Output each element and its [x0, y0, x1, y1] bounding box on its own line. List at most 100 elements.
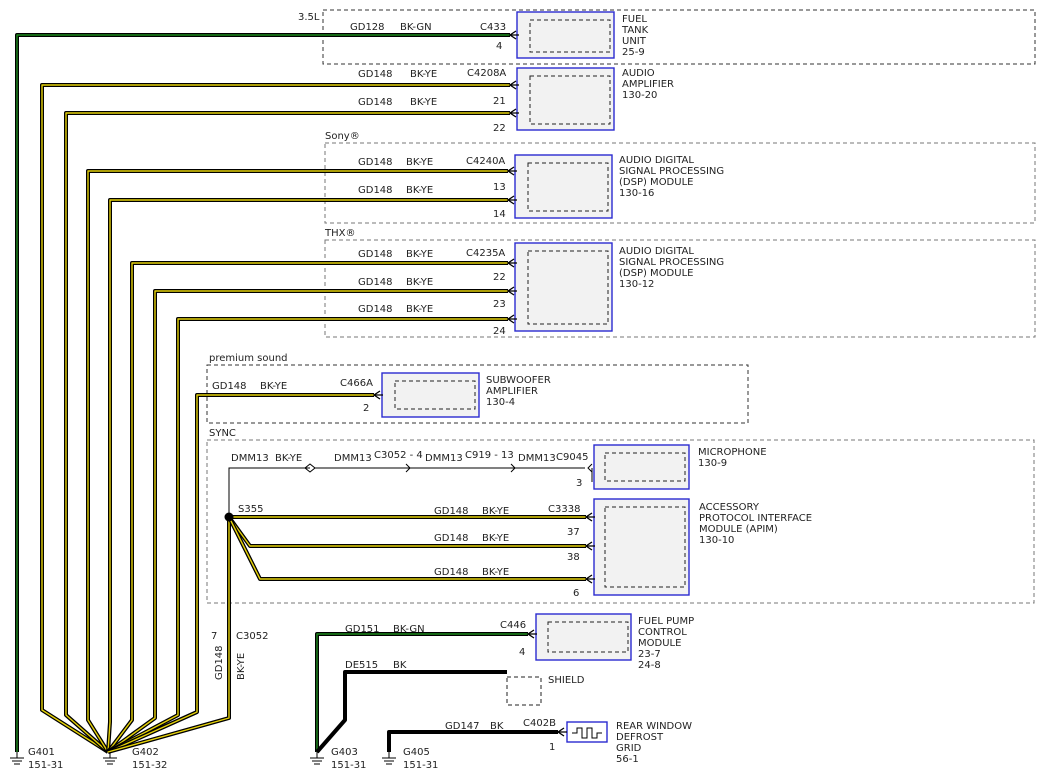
svg-text:(DSP) MODULE: (DSP) MODULE: [619, 268, 693, 279]
svg-text:24-8: 24-8: [638, 660, 661, 671]
svg-text:DMM13: DMM13: [518, 453, 556, 464]
dsp-module-thx: [514, 242, 613, 332]
svg-text:GD148: GD148: [214, 645, 225, 680]
svg-text:G402: G402: [132, 747, 159, 758]
svg-text:151-31: 151-31: [403, 760, 438, 771]
svg-text:6: 6: [573, 588, 579, 599]
wire-c3052: [107, 625, 231, 754]
wire-defrost: [387, 730, 558, 752]
label-fpcm: FUEL PUMP CONTROL MODULE 23-7 24-8: [638, 616, 694, 671]
svg-text:(DSP) MODULE: (DSP) MODULE: [619, 177, 693, 188]
wire-dsp-thx-24: [107, 317, 508, 754]
svg-text:BK-YE: BK-YE: [482, 567, 509, 578]
connector-arrow-2: [508, 108, 519, 118]
svg-text:BK-GN: BK-GN: [400, 22, 432, 33]
wire-fpcm: [315, 632, 528, 752]
option-label-sony: Sony®: [325, 131, 360, 142]
connector-arrow-11: [584, 574, 595, 584]
svg-text:MODULE (APIM): MODULE (APIM): [699, 524, 778, 535]
svg-text:C4235A: C4235A: [466, 248, 505, 259]
label-defrost: REAR WINDOW DEFROST GRID 56-1: [616, 721, 692, 765]
svg-text:G403: G403: [331, 747, 358, 758]
ground-g405: G405 151-31: [382, 747, 438, 771]
option-label-premium: premium sound: [209, 353, 288, 364]
wire-apim-38: [227, 515, 586, 548]
svg-text:DMM13: DMM13: [425, 453, 463, 464]
svg-text:GD128: GD128: [350, 22, 385, 33]
svg-text:23-7: 23-7: [638, 649, 661, 660]
wire-dsp-thx-22: [106, 261, 508, 754]
svg-text:BK-YE: BK-YE: [406, 185, 433, 196]
svg-text:37: 37: [567, 527, 580, 538]
option-label-thx: THX®: [324, 228, 355, 239]
svg-text:DMM13: DMM13: [334, 453, 372, 464]
connector-arrow-0: [508, 30, 519, 40]
svg-text:GD148: GD148: [212, 381, 247, 392]
connector-arrow-12: [526, 629, 537, 639]
svg-text:4: 4: [496, 41, 502, 52]
svg-text:2: 2: [363, 403, 369, 414]
connector-arrow-13: [556, 727, 567, 737]
svg-text:REAR WINDOW: REAR WINDOW: [616, 721, 692, 732]
svg-text:GD148: GD148: [434, 506, 469, 517]
svg-text:BK-YE: BK-YE: [275, 453, 302, 464]
svg-text:BK-YE: BK-YE: [406, 249, 433, 260]
svg-text:C3338: C3338: [548, 504, 580, 515]
svg-text:GD148: GD148: [358, 157, 393, 168]
svg-text:GD151: GD151: [345, 624, 380, 635]
ground-g403: G403 151-31: [310, 747, 366, 771]
option-box-sony: [324, 142, 1036, 224]
svg-text:MICROPHONE: MICROPHONE: [698, 447, 767, 458]
svg-text:25-9: 25-9: [622, 47, 645, 58]
svg-text:BK-GN: BK-GN: [393, 624, 425, 635]
svg-text:AMPLIFIER: AMPLIFIER: [486, 386, 538, 397]
svg-text:22: 22: [493, 272, 506, 283]
rear-window-defrost-grid: [566, 721, 608, 743]
svg-text:FUEL: FUEL: [622, 14, 647, 25]
svg-text:130-9: 130-9: [698, 458, 727, 469]
option-label-3.5l: 3.5L: [298, 12, 320, 23]
svg-text:BK: BK: [490, 721, 504, 732]
svg-text:C4240A: C4240A: [466, 156, 505, 167]
svg-text:130-4: 130-4: [486, 397, 515, 408]
microphone-wire: [228, 463, 593, 517]
ground-g401: G401 151-31: [10, 747, 63, 771]
svg-text:SIGNAL PROCESSING: SIGNAL PROCESSING: [619, 257, 724, 268]
wire-audio-amp-22: [64, 111, 510, 754]
svg-text:BK-YE: BK-YE: [406, 157, 433, 168]
svg-text:14: 14: [493, 209, 506, 220]
svg-text:GD148: GD148: [358, 97, 393, 108]
svg-text:GD148: GD148: [358, 304, 393, 315]
svg-text:UNIT: UNIT: [622, 36, 647, 47]
svg-text:13: 13: [493, 182, 506, 193]
option-box-thx: [324, 239, 1036, 338]
svg-text:SUBWOOFER: SUBWOOFER: [486, 375, 551, 386]
svg-text:C466A: C466A: [340, 378, 373, 389]
connector-arrow-6: [506, 286, 517, 296]
svg-text:BK: BK: [393, 660, 407, 671]
svg-text:C433: C433: [480, 22, 506, 33]
svg-text:21: 21: [493, 96, 506, 107]
svg-text:GRID: GRID: [616, 743, 642, 754]
svg-text:G405: G405: [403, 747, 430, 758]
svg-text:151-31: 151-31: [28, 760, 63, 771]
option-box-sync: [206, 439, 1035, 604]
svg-text:4: 4: [519, 647, 525, 658]
wire-layer: [15, 33, 586, 754]
svg-text:DE515: DE515: [345, 660, 378, 671]
svg-text:BK-YE: BK-YE: [482, 506, 509, 517]
svg-text:151-31: 151-31: [331, 760, 366, 771]
audio-amplifier: [516, 67, 615, 131]
svg-text:AUDIO: AUDIO: [622, 68, 655, 79]
label-microphone: MICROPHONE 130-9: [698, 447, 767, 469]
wire-apim-6: [227, 516, 586, 581]
apim-module: [593, 498, 690, 596]
wire-labels: GD128 BK-GN C433 4 GD148 BK-YE C4208A 21…: [211, 22, 588, 753]
svg-text:BK-YE: BK-YE: [406, 277, 433, 288]
svg-text:130-20: 130-20: [622, 90, 657, 101]
svg-text:130-16: 130-16: [619, 188, 654, 199]
svg-text:G401: G401: [28, 747, 55, 758]
connector-arrow-10: [584, 541, 595, 551]
svg-text:130-10: 130-10: [699, 535, 734, 546]
